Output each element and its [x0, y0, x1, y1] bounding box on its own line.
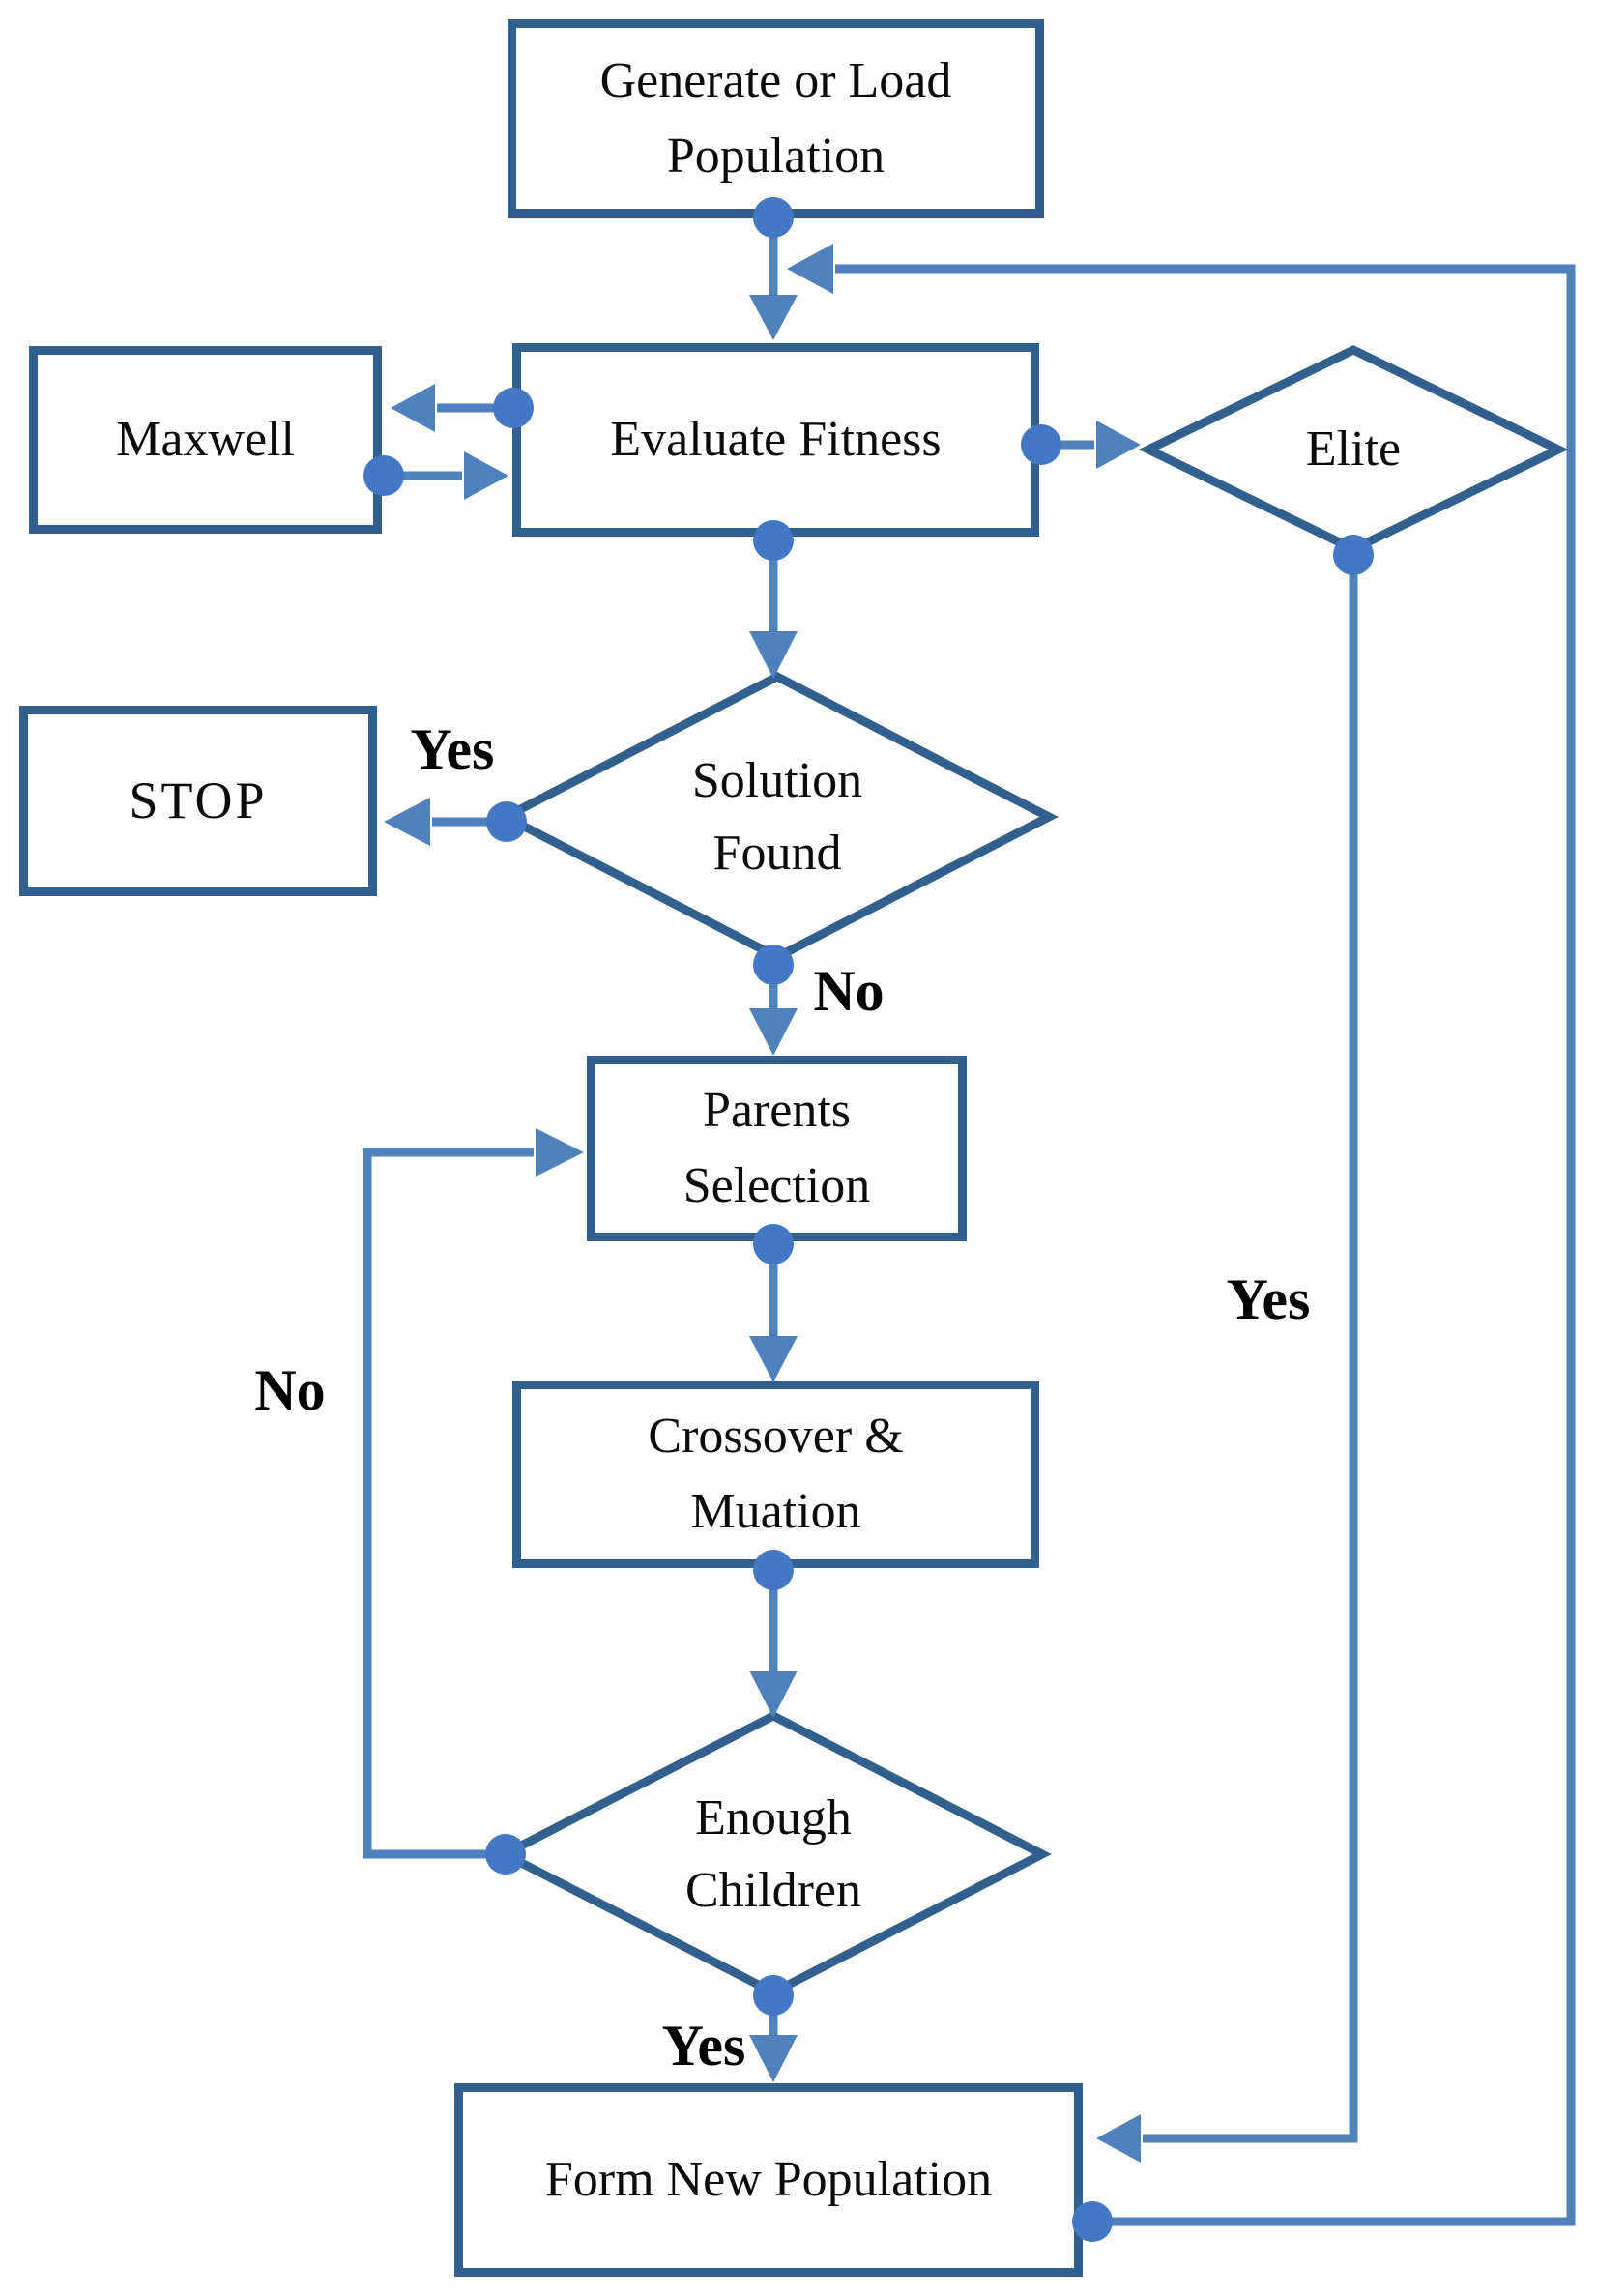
node-generate-population-label: Generate or Load Population	[599, 52, 952, 184]
arrowhead-into-form-right	[1096, 2114, 1141, 2163]
arrowhead-into-evaluate-left	[464, 451, 508, 500]
arrowhead-into-children	[749, 1671, 798, 1718]
junction-dot-children-bottom	[753, 1975, 794, 2016]
node-parents-selection-label: Parents Selection	[682, 1083, 871, 1213]
node-maxwell: Maxwell	[29, 346, 382, 534]
arrowhead-loop-merge-left	[787, 244, 833, 294]
node-form-new-population: Form New Population	[454, 2083, 1083, 2277]
node-crossover-mutation-label: Crossover & Muation	[648, 1409, 904, 1539]
edge-label-elite-yes: Yes	[1226, 1267, 1311, 1331]
node-stop-label: STOP	[129, 771, 268, 829]
junction-dot-solution-left	[486, 801, 527, 842]
node-generate-population: Generate or Load Population	[508, 19, 1044, 218]
edge-label-children-no: No	[254, 1358, 326, 1422]
node-solution-found-label: Solution Found	[691, 752, 863, 881]
arrowhead-into-stop	[384, 798, 430, 846]
edge-elite-to-form	[1143, 558, 1358, 2143]
junction-dot-children-left	[485, 1834, 526, 1875]
node-elite-label: Elite	[1305, 421, 1402, 478]
node-stop: STOP	[19, 706, 377, 896]
node-enough-children-label: Enough Children	[685, 1789, 861, 1918]
arrowhead-into-maxwell	[391, 384, 435, 432]
node-evaluate-fitness-label: Evaluate Fitness	[610, 412, 942, 467]
arrowhead-into-solution	[749, 631, 798, 679]
edge-label-solution-no: No	[813, 959, 885, 1023]
edge-label-children-yes: Yes	[661, 2014, 746, 2078]
node-form-new-population-label: Form New Population	[544, 2152, 993, 2207]
node-parents-selection: Parents Selection	[587, 1056, 967, 1241]
node-evaluate-fitness: Evaluate Fitness	[512, 343, 1039, 537]
arrowhead-into-evaluate-top	[749, 295, 798, 340]
node-crossover-mutation: Crossover & Muation	[512, 1381, 1039, 1568]
edge-label-solution-yes: Yes	[410, 717, 495, 781]
arrowhead-into-parents-left	[536, 1128, 584, 1177]
arrowhead-into-crossover	[749, 1336, 798, 1382]
node-maxwell-label: Maxwell	[116, 412, 295, 467]
arrowhead-into-elite	[1096, 421, 1141, 469]
junction-dot-elite-bottom	[1333, 535, 1374, 575]
edge-children-to-parents-loop	[363, 1148, 534, 1859]
